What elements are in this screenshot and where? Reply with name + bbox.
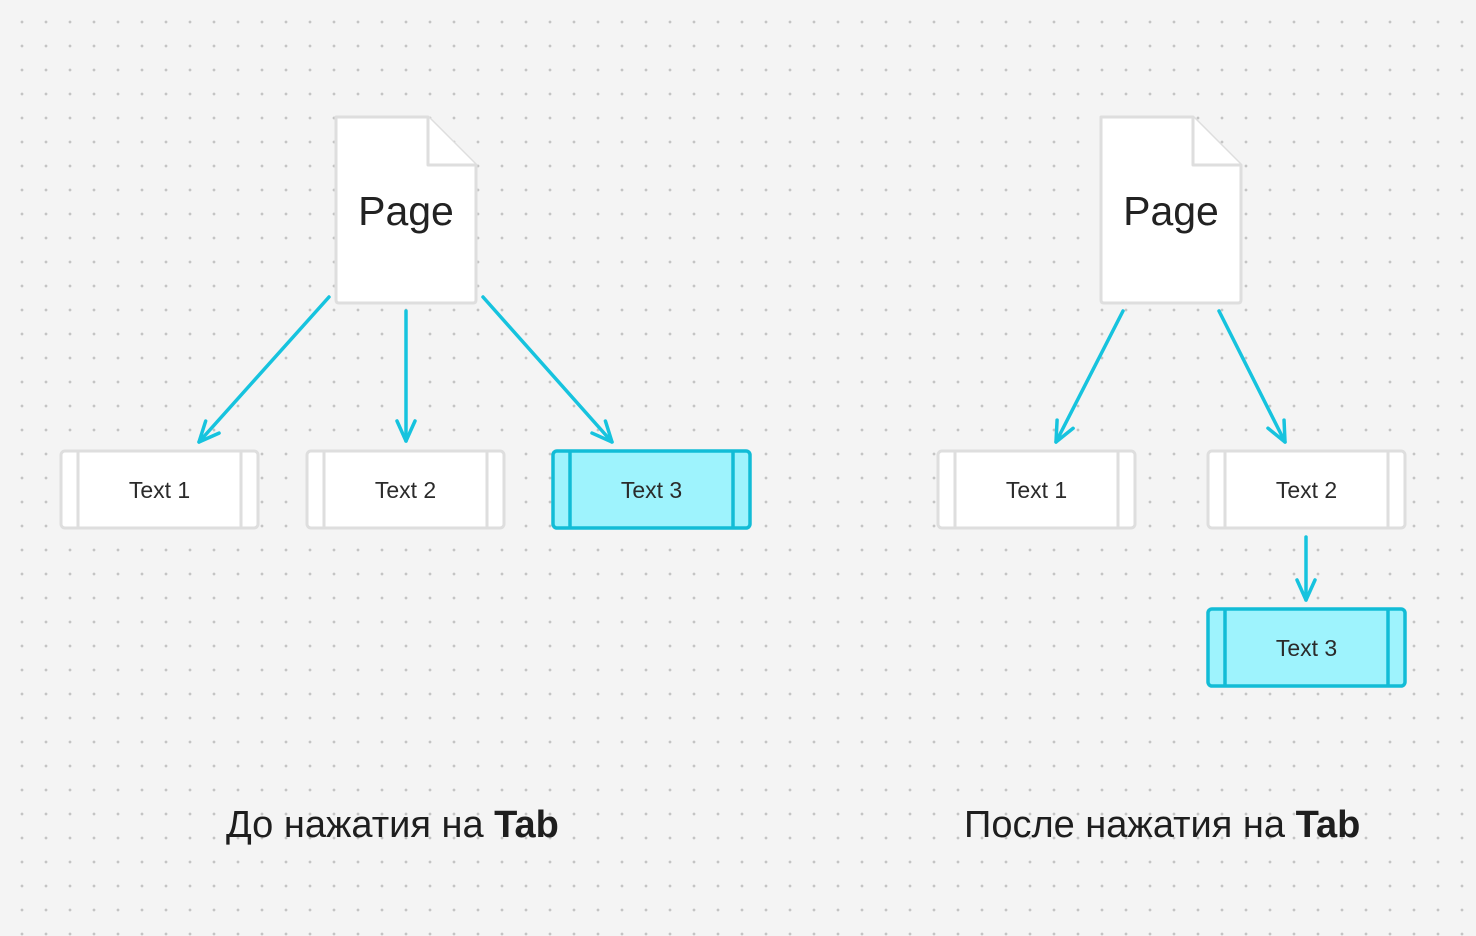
before-diagram: Page Text 1 Text 2 Text 3 xyxy=(59,115,752,530)
page-document-icon: Page xyxy=(1099,115,1243,305)
node-text-2[interactable]: Text 2 xyxy=(305,449,506,530)
caption-after: После нажатия на Tab xyxy=(964,804,1360,860)
node-text-3-selected[interactable]: Text 3 xyxy=(1206,607,1407,688)
node-text-3-selected[interactable]: Text 3 xyxy=(551,449,752,530)
node-label: Text 2 xyxy=(375,477,436,503)
node-label: Text 2 xyxy=(1276,477,1337,503)
node-text-1[interactable]: Text 1 xyxy=(936,449,1137,530)
node-text-2[interactable]: Text 2 xyxy=(1206,449,1407,530)
page-label: Page xyxy=(358,188,454,234)
caption-after-text: После нажатия на xyxy=(964,804,1296,846)
caption-before: До нажатия на Tab xyxy=(226,804,559,860)
after-diagram: Page Text 1 Text 2 Text 3 xyxy=(936,115,1407,688)
page-document-icon: Page xyxy=(334,115,478,305)
arrow-page-to-text-1 xyxy=(197,295,331,444)
caption-after-key: Tab xyxy=(1295,804,1361,846)
page-label: Page xyxy=(1123,188,1219,234)
arrow-page-to-text-3 xyxy=(481,295,614,444)
caption-before-key: Tab xyxy=(494,804,559,846)
caption-before-text: До нажатия на xyxy=(226,804,495,846)
node-label: Text 3 xyxy=(1276,635,1337,661)
node-label: Text 3 xyxy=(621,477,682,503)
node-label: Text 1 xyxy=(129,477,190,503)
arrow-page-to-text-1 xyxy=(1054,309,1125,444)
node-label: Text 1 xyxy=(1006,477,1067,503)
node-text-1[interactable]: Text 1 xyxy=(59,449,260,530)
arrow-page-to-text-2 xyxy=(1217,309,1287,444)
